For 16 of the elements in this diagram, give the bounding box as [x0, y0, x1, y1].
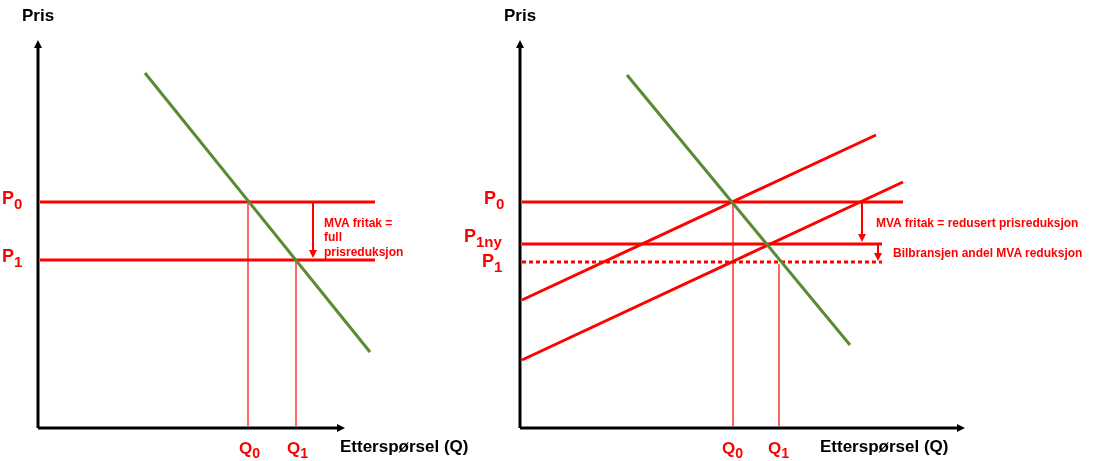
price-label: P$_{0}$ — [484, 188, 505, 213]
quantity-label: Q$_{0}$ — [239, 439, 261, 461]
price-label: P$_{1ny}$ — [464, 226, 502, 251]
axis-label: Etterspørsel (Q) — [820, 437, 949, 458]
axis-label: Pris — [22, 6, 55, 27]
annotation-text: MVA fritak = redusert prisreduksjon — [876, 216, 1079, 231]
quantity-label: Q$_{0}$ — [722, 439, 744, 461]
axis-label: Etterspørsel (Q) — [340, 437, 469, 458]
annotation-text: Bilbransjen andel MVA reduksjon — [893, 246, 1083, 261]
price-label: P$_{1}$ — [2, 246, 23, 271]
price-label: P$_{0}$ — [2, 188, 23, 213]
price-label: P$_{1}$ — [482, 251, 503, 276]
axis-label: Pris — [504, 6, 537, 27]
quantity-label: Q$_{1}$ — [768, 439, 790, 461]
quantity-label: Q$_{1}$ — [287, 439, 309, 461]
annotation-text: MVA fritak = full prisreduksjon — [324, 216, 405, 260]
